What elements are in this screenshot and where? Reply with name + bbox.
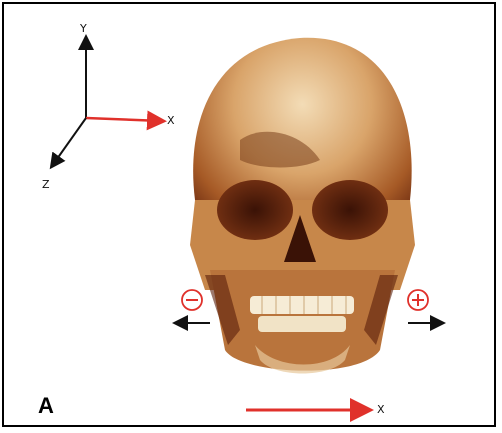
axis-triad bbox=[52, 38, 162, 166]
negative-direction-marker bbox=[176, 290, 210, 323]
left-orbit bbox=[217, 180, 293, 240]
x-axis-label: X bbox=[167, 114, 175, 127]
panel-letter: A bbox=[38, 393, 54, 419]
z-axis-arrow bbox=[52, 118, 86, 166]
bottom-x-label: X bbox=[377, 403, 385, 416]
z-axis-label: Z bbox=[42, 178, 50, 191]
right-orbit bbox=[312, 180, 388, 240]
x-axis-arrow bbox=[86, 118, 162, 121]
positive-direction-marker bbox=[408, 290, 442, 323]
y-axis-label: Y bbox=[80, 22, 87, 35]
skull-illustration bbox=[190, 38, 415, 374]
